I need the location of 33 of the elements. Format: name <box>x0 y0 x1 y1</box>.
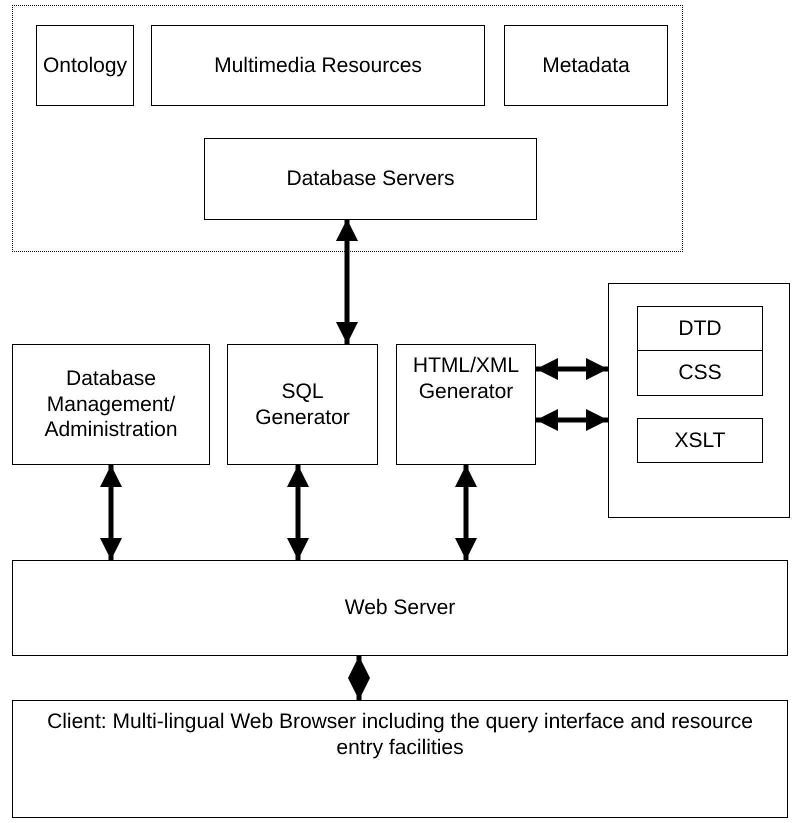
double-arrow <box>536 358 608 380</box>
process-box <box>637 418 763 463</box>
box-label: CSS <box>678 360 722 386</box>
process-box <box>12 700 788 818</box>
process-box <box>396 344 536 465</box>
double-arrow <box>455 465 477 560</box>
box-label: Multimedia Resources <box>214 52 422 78</box>
double-arrow <box>336 219 358 344</box>
double-arrow <box>100 465 122 560</box>
box-label: Ontology <box>42 52 128 78</box>
box-label: XSLT <box>674 428 726 454</box>
box-label: Database Servers <box>286 166 455 192</box>
box-label: Web Server <box>344 595 456 621</box>
group-container <box>608 283 790 518</box>
process-box <box>12 560 788 656</box>
process-box <box>637 350 763 396</box>
process-box <box>151 25 485 106</box>
box-label: HTML/XML Generator <box>412 353 520 404</box>
process-box <box>36 25 134 106</box>
double-arrow <box>348 656 370 700</box>
group-container <box>12 5 683 252</box>
double-arrow <box>536 409 608 431</box>
box-label: Client: Multi-lingual Web Browser including the query interface and resource entry facilities <box>46 709 754 760</box>
process-box <box>12 344 210 465</box>
process-box <box>204 138 537 220</box>
double-arrow <box>287 465 309 560</box>
process-box <box>504 25 668 106</box>
box-label: Database Management/ Administration <box>43 366 179 443</box>
box-label: SQL Generator <box>254 378 351 430</box>
process-box <box>637 306 763 352</box>
process-box <box>227 344 378 465</box>
box-label: DTD <box>678 316 722 342</box>
box-label: Metadata <box>542 52 630 78</box>
